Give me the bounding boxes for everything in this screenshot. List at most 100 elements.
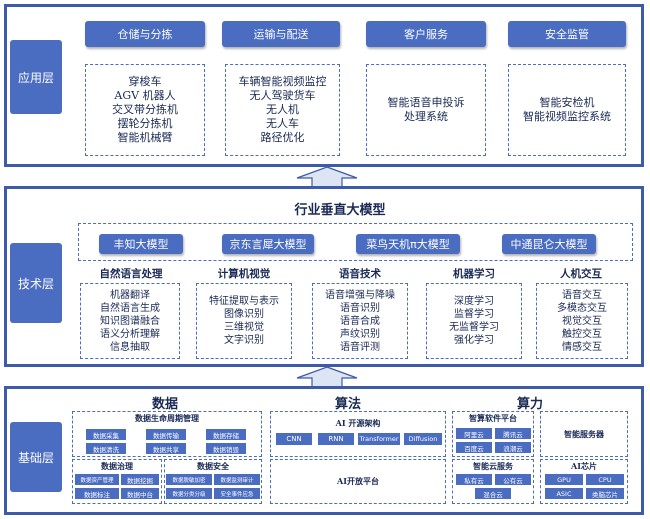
data-labeling: 数据标注 [75,488,119,499]
list-item: 智能安检机 [539,96,595,109]
group-box-speech: 语音增强与降噪 语音识别 语音合成 声纹识别 语音评测 [312,283,408,359]
chip-asic: ASIC [545,488,583,499]
data-clean: 数据清洗 [86,443,126,454]
list-item: 穿梭车 [128,75,162,88]
group-box-hci: 语音交互 多模态交互 视觉交互 触控交互 情感交互 [536,283,628,359]
app-box-warehouse: 穿梭车 AGV 机器人 交叉带分拣机 摆轮分拣机 智能机械臂 [85,64,205,156]
list-item: 声纹识别 [340,328,380,340]
algorithm-section-title: 算法 [334,397,361,412]
data-middle-platform: 数据中台 [121,488,159,499]
list-item: 监督学习 [454,309,494,320]
list-item: 图像识别 [224,309,264,320]
data-destroy: 数据销毁 [206,443,246,454]
data-mining: 数据挖掘 [121,474,159,485]
model-cainiao-tianji: 菜鸟天机π大模型 [356,234,460,254]
data-classification: 数据分类分级 [166,488,212,499]
group-title-nlp: 自然语言处理 [99,268,163,280]
data-security-title: 数据安全 [197,461,229,471]
cloud-baidu: 百度云 [456,442,492,453]
cloud-hybrid: 混合云 [475,488,511,499]
list-item: 无人机 [266,103,299,116]
data-share: 数据共享 [146,443,186,454]
base-layer-label: 基础层 [10,422,62,492]
list-item: 语音增强与降噪 [325,289,395,301]
application-layer-label: 应用层 [10,40,62,114]
framework-rnn: RNN [318,433,354,445]
group-title-ml: 机器学习 [453,268,495,280]
data-collect: 数据采集 [86,429,126,440]
list-item: 无人车 [266,117,299,130]
list-item: 语音评测 [340,341,380,353]
data-asset-mgmt: 数据资产管理 [75,474,119,485]
group-box-cv: 特征提取与表示 图像识别 三维视觉 文字识别 [196,283,292,359]
cloud-public: 公有云 [495,474,531,485]
list-item: 文字识别 [224,335,264,346]
list-item: 信息抽取 [110,341,150,353]
chip-neuromorphic: 类脑芯片 [586,488,624,499]
list-item: 触控交互 [562,328,602,340]
data-storage: 数据存储 [206,429,246,440]
list-item: 处理系统 [404,110,448,123]
framework-diffusion: Diffusion [404,433,442,445]
list-item: 情感交互 [562,341,602,353]
app-header-security: 安全监管 [508,21,626,47]
list-item: 视觉交互 [562,315,602,327]
data-lifecycle-title: 数据生命周期管理 [135,413,199,423]
list-item: 无监督学习 [449,322,499,333]
framework-transformer: Transformer [358,433,400,445]
technology-layer-label: 技术层 [10,243,62,323]
list-item: 路径优化 [260,131,305,144]
up-arrow-icon [296,166,358,188]
data-masking: 数据脱敏加密 [166,474,212,485]
compute-section-title: 算力 [516,397,543,412]
list-item: 语音识别 [340,302,380,314]
group-box-nlp: 机器翻译 自然语言生成 知识图谱融合 语义分析理解 信息抽取 [80,283,180,359]
list-item: 摆轮分拣机 [117,117,173,130]
list-item: 无人驾驶货车 [249,89,316,102]
list-item: 智能语音申投诉 [387,96,465,109]
list-item: 语音合成 [340,315,380,327]
app-box-customer: 智能语音申投诉 处理系统 [366,64,486,156]
cloud-inspur: 浪潮云 [495,442,531,453]
app-header-warehouse: 仓储与分拣 [85,21,205,47]
cloud-private: 私有云 [456,474,492,485]
compute-cloud-title: 智能云服务 [473,461,513,471]
compute-software-title: 智算软件平台 [469,413,517,423]
app-box-security: 智能安检机 智能视频监控系统 [508,64,626,156]
list-item: 语义分析理解 [100,328,160,340]
ai-chip-title: AI芯片 [571,461,597,471]
list-item: 智能视频监控系统 [523,110,611,123]
list-item: 车辆智能视频监控 [238,75,327,88]
group-title-cv: 计算机视觉 [217,268,271,280]
list-item: 三维视觉 [224,322,264,333]
group-title-hci: 人机交互 [560,268,602,280]
model-jd-yanxi: 京东言犀大模型 [222,234,314,254]
chip-cpu: CPU [586,474,624,485]
industry-model-title: 行业垂直大模型 [294,203,386,218]
intelligent-server-label: 智能服务器 [564,428,604,439]
list-item: 机器翻译 [110,289,150,301]
list-item: AGV 机器人 [114,89,176,102]
list-item: 智能机械臂 [117,131,173,144]
ai-open-platform-box: AI开放平台 [270,459,446,504]
list-item: 交叉带分拣机 [112,103,178,116]
list-item: 知识图谱融合 [100,315,160,327]
app-box-transport: 车辆智能视频监控 无人驾驶货车 无人机 无人车 路径优化 [225,64,340,156]
data-governance-title: 数据治理 [101,461,133,471]
data-audit: 数据监测审计 [214,474,260,485]
group-title-speech: 语音技术 [339,268,381,280]
list-item: 特征提取与表示 [209,296,279,307]
ai-open-platform-label: AI开放平台 [337,476,379,486]
list-item: 强化学习 [454,335,494,346]
app-header-customer: 客户服务 [366,21,486,47]
intelligent-server-box: 智能服务器 [540,411,628,457]
security-incident: 安全事件应急 [214,488,260,499]
list-item: 多模态交互 [557,302,607,314]
chip-gpu: GPU [545,474,583,485]
model-fengzhi: 丰知大模型 [99,234,183,254]
group-box-ml: 深度学习 监督学习 无监督学习 强化学习 [426,283,522,359]
framework-cnn: CNN [276,433,312,445]
ai-framework-title: AI 开源架构 [335,418,381,428]
model-zto-kunlun: 中通昆仑大模型 [502,234,596,254]
list-item: 深度学习 [454,296,494,307]
